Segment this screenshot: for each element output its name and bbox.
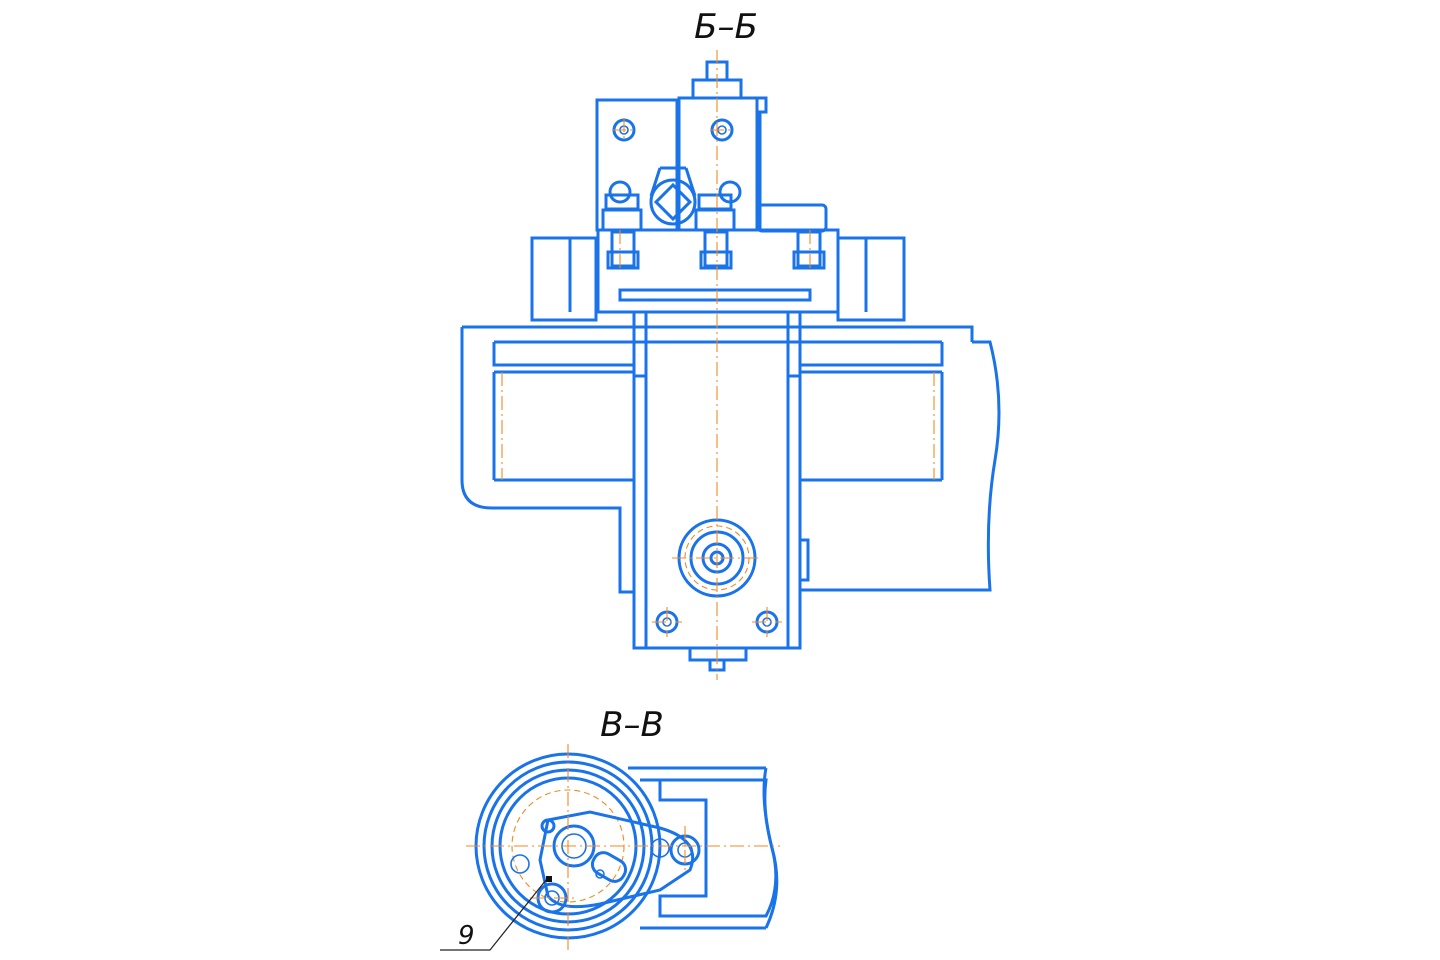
housing-arm xyxy=(628,766,779,930)
base-plate-section xyxy=(596,228,840,314)
center-lines-v-v xyxy=(466,744,780,950)
section-b-b: Б–Б xyxy=(460,7,1001,680)
eccentric-cam xyxy=(649,166,697,226)
table-body xyxy=(460,325,1001,594)
support-left xyxy=(530,236,598,322)
support-right xyxy=(836,236,906,322)
center-lines-b-b xyxy=(501,50,935,680)
section-b-b-title: Б–Б xyxy=(694,7,758,47)
section-v-v: В–В xyxy=(440,705,780,951)
callout-9: 9 xyxy=(440,879,547,951)
section-v-v-title: В–В xyxy=(600,705,664,745)
central-column xyxy=(632,310,810,672)
callout-9-label: 9 xyxy=(458,921,475,951)
side-cylinder xyxy=(756,203,828,233)
